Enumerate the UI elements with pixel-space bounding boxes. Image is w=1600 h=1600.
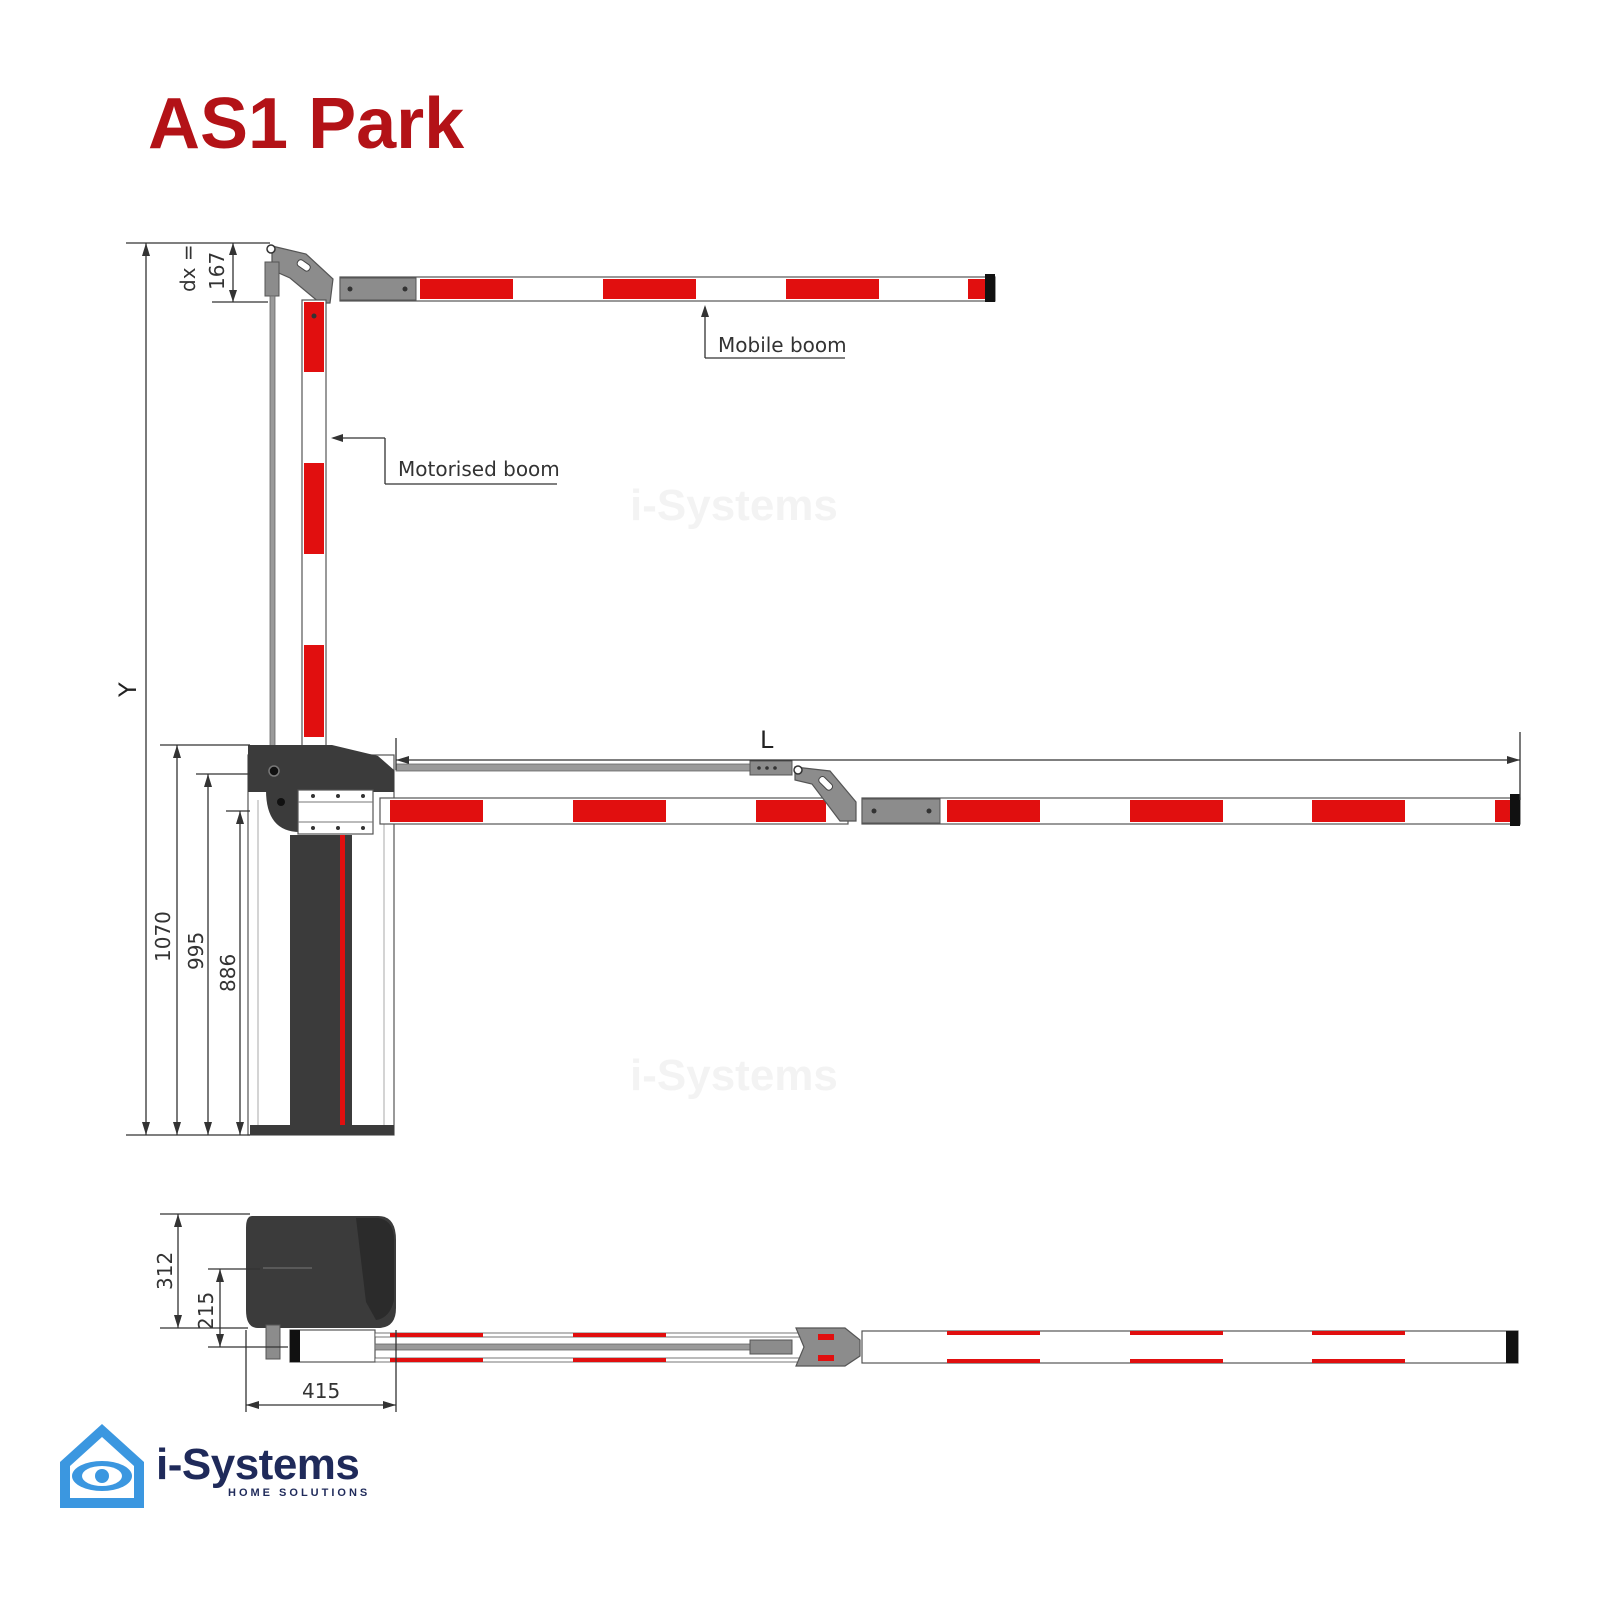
mobile-boom-label: Mobile boom [718,333,847,357]
dx-prefix-label: dx = [176,244,200,292]
house-eye-icon [60,1424,144,1508]
logo-name: i-Systems [156,1440,360,1489]
dimension-lines [126,242,1521,1412]
elbow-bracket [264,244,334,304]
closed-boom [297,760,1521,835]
height-312-label: 312 [153,1252,177,1290]
watermark-group: i-Systems i-Systems [630,481,838,1100]
watermark: i-Systems [630,1051,838,1100]
l-dimension-label: L [760,726,774,754]
width-415-label: 415 [302,1379,340,1403]
page-title: AS1 Park [148,84,465,164]
height-215-label: 215 [194,1292,218,1330]
motorised-boom [269,295,327,751]
y-dimension-label: Y [114,682,142,698]
height-1070-label: 1070 [151,911,175,962]
height-995-label: 995 [184,932,208,970]
logo-tagline: HOME SOLUTIONS [228,1487,371,1499]
motorised-boom-label: Motorised boom [398,457,560,481]
watermark: i-Systems [630,481,838,530]
mobile-boom [339,274,996,302]
top-view [246,1216,1519,1367]
height-886-label: 886 [216,954,240,992]
callout-leaders [331,305,845,485]
dx-value-label: 167 [205,252,229,290]
